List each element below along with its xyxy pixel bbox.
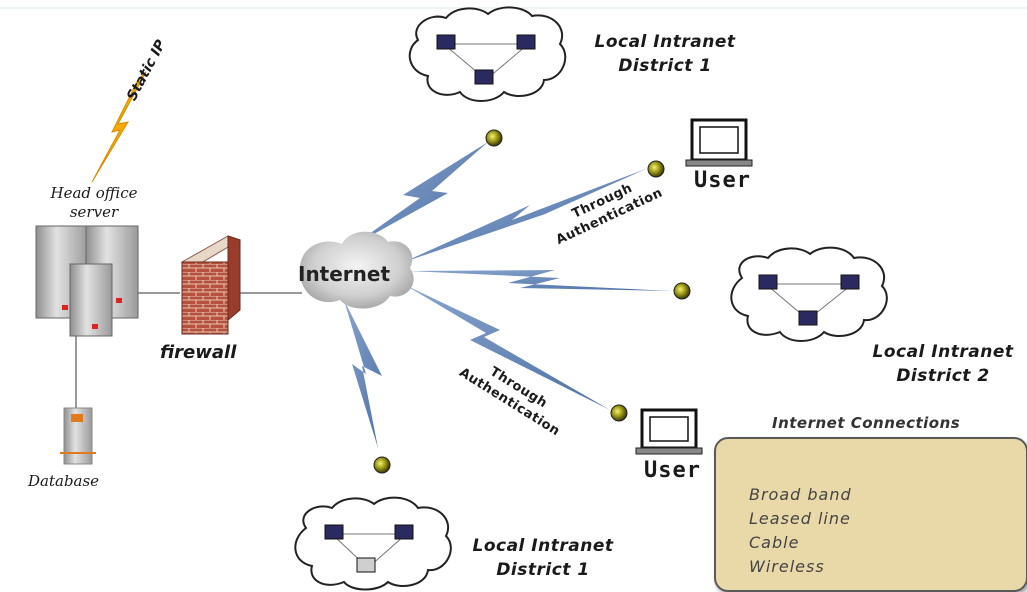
legend-item: Broad band <box>749 485 852 504</box>
user-bottom-computer-icon <box>635 408 703 455</box>
node-dot-district-top <box>485 129 503 147</box>
lightning-to-district-right <box>408 270 672 291</box>
user-top-label: User <box>694 168 751 193</box>
legend-title: Internet Connections <box>772 414 961 432</box>
head-office-server-icon <box>35 225 139 337</box>
node-dot-district-bottom <box>373 456 391 474</box>
district-right-label: Local Intranet District 2 <box>872 342 1014 386</box>
user-top-computer-icon <box>685 118 753 167</box>
internet-cloud-icon <box>299 231 414 309</box>
district-right-cloud-icon <box>730 246 888 342</box>
district-top-cloud-icon <box>408 6 567 102</box>
lightning-to-district-top <box>352 142 488 246</box>
user-bottom-label: User <box>644 458 701 483</box>
district-bottom-cloud-icon <box>294 496 452 591</box>
legend-item: Cable <box>749 533 800 552</box>
firewall-label: firewall <box>160 342 237 363</box>
node-dot-user-top <box>647 160 665 178</box>
legend-item: Leased line <box>749 509 851 528</box>
node-dot-user-bottom <box>610 404 628 422</box>
lightning-to-district-bottom <box>344 300 382 448</box>
district-top-label: Local Intranet District 1 <box>594 32 736 76</box>
internet-label: Internet <box>298 262 391 286</box>
node-dot-district-right <box>673 282 691 300</box>
district-bottom-label: Local Intranet District 1 <box>472 536 614 580</box>
legend-item: Wireless <box>749 557 825 576</box>
database-icon <box>60 407 96 465</box>
legend-box: Broad band Leased line Cable Wireless <box>714 437 1027 592</box>
lightning-to-user-top <box>404 168 648 262</box>
head-office-label: Head office server <box>50 184 138 221</box>
firewall-icon <box>180 235 242 335</box>
static-ip-bolt-icon <box>91 71 147 183</box>
database-label: Database <box>28 472 100 490</box>
